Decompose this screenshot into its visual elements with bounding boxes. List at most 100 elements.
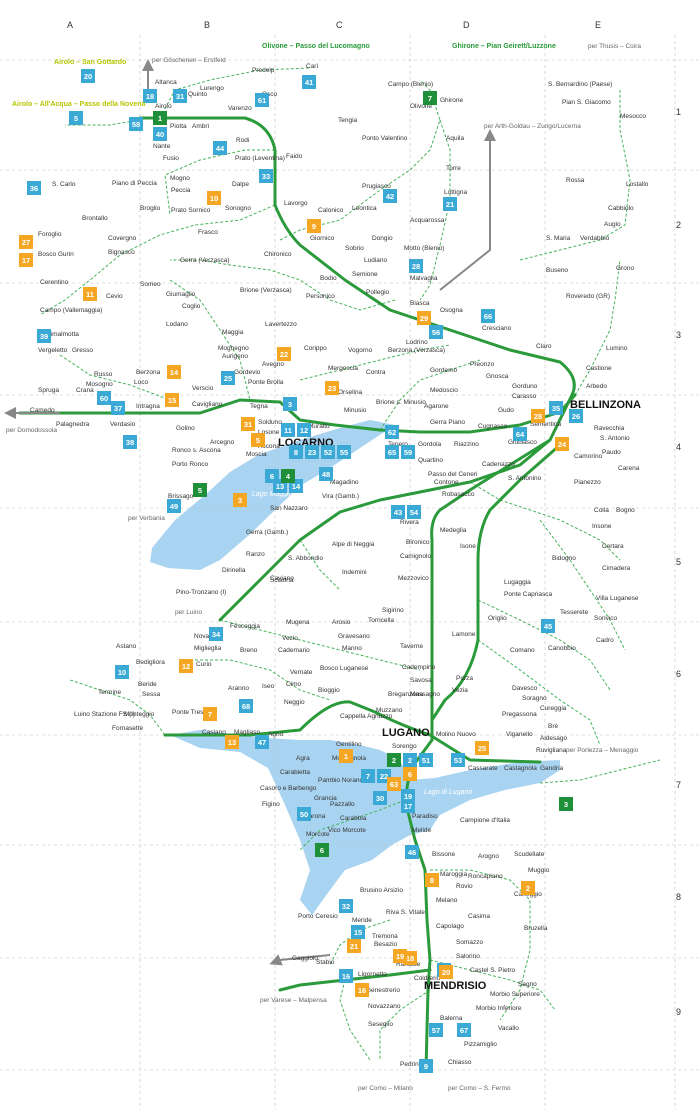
place-label: Gravesano xyxy=(338,633,370,640)
service-badge-blue xyxy=(569,409,583,423)
place-label: Massagno xyxy=(410,691,440,698)
place-label: Vezia xyxy=(452,687,468,694)
service-badge-blue xyxy=(115,665,129,679)
service-badge-orange xyxy=(325,381,339,395)
place-label: Cadro xyxy=(596,637,614,644)
place-label: Loco xyxy=(134,379,148,386)
place-label: Fescoggia xyxy=(230,623,260,630)
place-label: Davesco xyxy=(512,685,538,692)
place-label: Muralto xyxy=(308,423,330,430)
place-label: Maroggia xyxy=(440,871,467,878)
place-label: Bosco Luganese xyxy=(320,665,369,672)
service-badge-number: 17 xyxy=(404,802,412,811)
place-label: Crana xyxy=(76,387,94,394)
service-badge-number: 63 xyxy=(390,780,398,789)
place-label: Morbio Inferiore xyxy=(476,1005,522,1012)
service-badge-number: 23 xyxy=(328,384,336,393)
bus-line-20 xyxy=(190,659,331,701)
service-badge-number: 16 xyxy=(358,986,366,995)
place-label: Faido xyxy=(286,153,303,160)
service-badge-number: 35 xyxy=(552,404,560,413)
place-label: Cevio xyxy=(106,293,123,300)
row-label-9: 9 xyxy=(676,1007,681,1017)
place-label: Termine xyxy=(98,689,122,696)
rail-line-0 xyxy=(138,116,576,622)
bus-line-6 xyxy=(170,259,396,311)
rail-network-layer xyxy=(18,116,577,1072)
service-badge-blue xyxy=(429,325,443,339)
service-badge-number: 26 xyxy=(572,412,580,421)
place-label: Prato (Leventina) xyxy=(235,155,285,162)
place-label: Neggio xyxy=(284,699,305,706)
service-badge-number: 6 xyxy=(320,846,324,855)
service-badge-number: 66 xyxy=(484,312,492,321)
service-badge-blue xyxy=(407,505,421,519)
place-label: Luino Stazione FS (I) xyxy=(74,711,135,718)
destination-label: per Porlezza – Menaggio xyxy=(566,747,639,754)
place-label: Roveredo (GR) xyxy=(566,293,610,300)
service-badge-blue xyxy=(513,427,527,441)
place-label: Seseglio xyxy=(368,1021,393,1028)
place-label: Giornico xyxy=(310,235,335,242)
place-label: Pregassona xyxy=(502,711,537,718)
place-label: Brione (Verzasca) xyxy=(240,287,292,294)
service-badge-orange xyxy=(307,219,321,233)
bus-line-10 xyxy=(59,354,171,401)
place-label: Cureggia xyxy=(540,705,567,712)
service-badge-orange xyxy=(347,939,361,953)
place-label: Covergno xyxy=(108,235,137,242)
service-badge-blue xyxy=(481,309,495,323)
place-label: Monteggio xyxy=(124,711,155,718)
place-label: Bironico xyxy=(406,539,430,546)
service-badge-number: 9 xyxy=(312,222,316,231)
place-label: Paudo xyxy=(602,449,621,456)
bus-line-17 xyxy=(299,539,341,591)
place-label: Semione xyxy=(352,271,378,278)
place-label: Carena xyxy=(618,465,640,472)
service-badge-number: 64 xyxy=(516,430,525,439)
service-badge-blue xyxy=(401,799,415,813)
service-badge-blue xyxy=(429,1023,443,1037)
destination-label: per Como – Milano xyxy=(358,1085,413,1092)
bus-line-3 xyxy=(39,204,276,316)
service-badge-number: 14 xyxy=(292,482,301,491)
place-label: Acquarossa xyxy=(410,217,445,224)
place-label: Biasca xyxy=(410,300,430,307)
place-label: Vogorno xyxy=(348,347,373,354)
place-label: S. Maria xyxy=(546,235,571,242)
place-label: Castel S. Pietro xyxy=(470,967,516,974)
place-label: Sementina xyxy=(530,421,561,428)
service-badge-number: 31 xyxy=(176,92,184,101)
service-badge-blue xyxy=(351,925,365,939)
lake-lugano-shape xyxy=(170,730,560,915)
service-badge-number: 19 xyxy=(404,792,412,801)
place-label: Riva S. Vitale xyxy=(386,909,425,916)
row-label-8: 8 xyxy=(676,892,681,902)
service-badge-number: 22 xyxy=(380,772,388,781)
place-label: Quartino xyxy=(418,457,443,464)
place-label: Sorengo xyxy=(392,743,417,750)
service-badge-number: 5 xyxy=(74,114,78,123)
service-badge-number: 53 xyxy=(454,756,462,765)
service-badge-orange xyxy=(425,873,439,887)
service-badge-blue xyxy=(27,181,41,195)
place-label: Mogno xyxy=(170,175,190,182)
service-badge-number: 50 xyxy=(300,810,308,819)
service-badge-orange xyxy=(19,235,33,249)
service-badge-orange xyxy=(339,749,353,763)
service-badge-orange xyxy=(233,493,247,507)
service-badge-number: 24 xyxy=(558,440,567,449)
place-label: Minusio xyxy=(344,407,367,414)
place-label: Moghegno xyxy=(218,345,249,352)
place-label: Pizzamiglio xyxy=(464,1041,497,1048)
service-badge-blue xyxy=(167,499,181,513)
destination-label: per Domodossola xyxy=(6,427,57,434)
place-label: Grono xyxy=(616,265,634,272)
service-badge-orange xyxy=(19,253,33,267)
place-label: Bignasco xyxy=(108,249,135,256)
place-label: Tengia xyxy=(338,117,358,124)
place-label: Foroglio xyxy=(38,231,62,238)
service-badge-orange xyxy=(417,311,431,325)
service-badge-orange xyxy=(251,433,265,447)
